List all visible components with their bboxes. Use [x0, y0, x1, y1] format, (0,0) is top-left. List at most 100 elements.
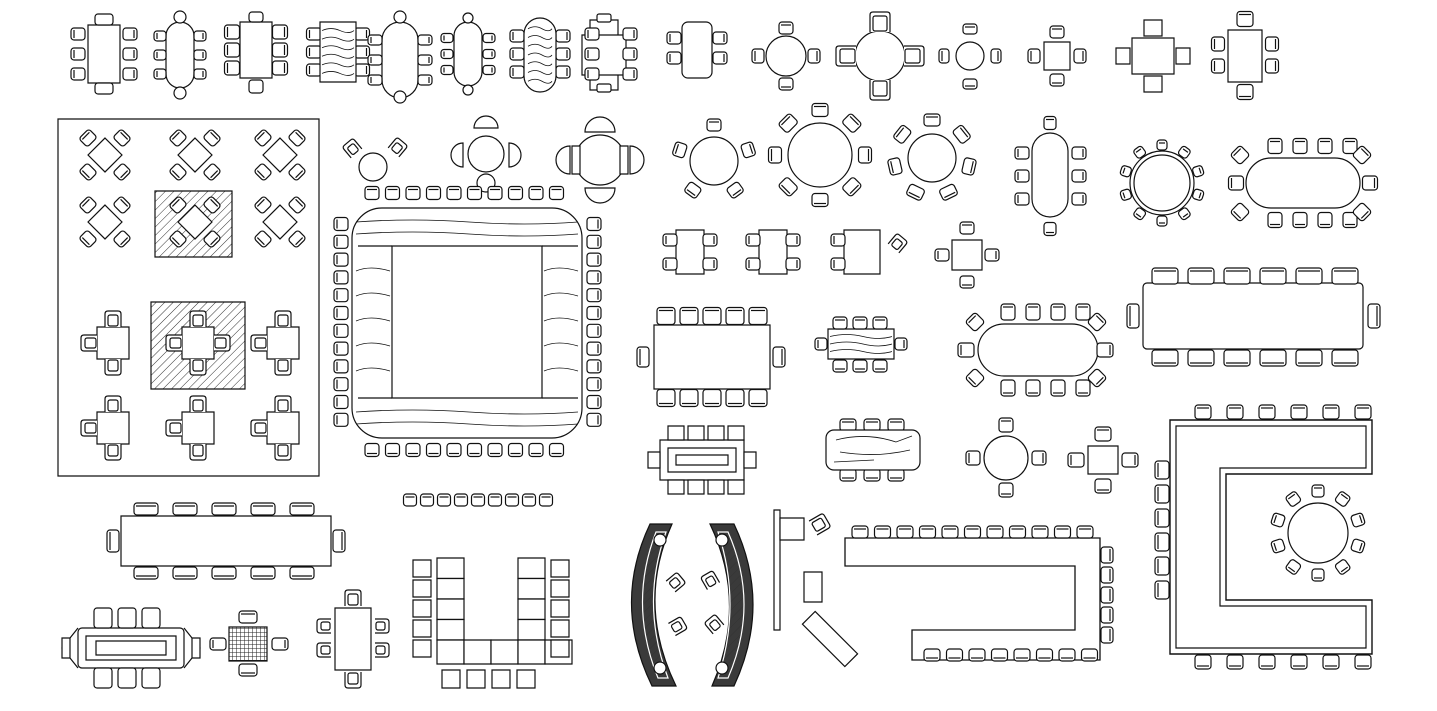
chair [239, 611, 257, 623]
chair [365, 187, 379, 200]
table-4-chairs [746, 230, 800, 274]
chair [113, 230, 131, 248]
chair [1312, 485, 1324, 497]
armchair [700, 570, 719, 589]
chair [1044, 117, 1056, 130]
mesh-table-4-chairs [210, 611, 288, 676]
chair [1352, 202, 1372, 222]
chair [1155, 485, 1169, 503]
round-table-4-armchairs [836, 12, 924, 100]
chair [368, 35, 382, 45]
chair [1266, 37, 1279, 51]
ornate-table-6-chairs [62, 608, 200, 688]
diamond-table-4-chairs [79, 196, 131, 248]
round-table-4-chairs-c [451, 116, 521, 192]
chair [212, 503, 236, 515]
chair [194, 50, 206, 60]
chair [510, 30, 524, 42]
chair [1355, 655, 1371, 669]
chair [441, 34, 453, 43]
round-table-4-chairs-d [966, 418, 1046, 497]
chair [334, 413, 348, 426]
oval-table-10-chairs [1015, 117, 1086, 236]
square-table-4-chairs-c [1212, 12, 1279, 100]
chair [1237, 85, 1253, 100]
chair [556, 30, 570, 42]
curved-reception-desks [631, 524, 753, 686]
chair [1032, 451, 1046, 465]
chair [749, 308, 767, 325]
chair [529, 187, 543, 200]
chair [254, 163, 272, 181]
rect-conference-table-12 [1127, 268, 1380, 366]
chair [1059, 649, 1075, 661]
chair [680, 390, 698, 407]
chair [71, 28, 85, 40]
chair [875, 526, 891, 538]
armchair [81, 335, 97, 351]
chair [550, 444, 564, 457]
chair [334, 342, 348, 355]
armchair [105, 359, 121, 375]
armchair [166, 420, 182, 436]
chair [254, 129, 272, 147]
chair [1001, 304, 1015, 320]
chair [254, 196, 272, 214]
chair [418, 55, 432, 65]
chair [506, 494, 519, 506]
chair [778, 113, 799, 134]
armchair [870, 12, 890, 32]
chair [154, 50, 166, 60]
chair [488, 444, 502, 457]
chair [173, 503, 197, 515]
chair [288, 230, 306, 248]
chair [958, 343, 974, 357]
chair [307, 46, 322, 58]
rect-table-6-armchairs [317, 590, 389, 688]
chair [873, 317, 887, 329]
chair [418, 35, 432, 45]
chair [1087, 368, 1107, 388]
chair [406, 187, 420, 200]
chair [924, 649, 940, 661]
chair [786, 234, 800, 246]
chair [713, 32, 727, 44]
chair [290, 567, 314, 579]
chair [726, 308, 744, 325]
chair [334, 271, 348, 284]
chair [1152, 350, 1178, 366]
chair [210, 638, 226, 650]
chair [864, 419, 880, 431]
chair [1334, 559, 1351, 576]
chair [71, 48, 85, 60]
chair [965, 526, 981, 538]
chair [1285, 491, 1302, 508]
chair [1192, 188, 1205, 201]
chair [1095, 479, 1111, 493]
chair [1015, 147, 1029, 159]
chair [421, 494, 434, 506]
chair [1120, 188, 1133, 201]
chair [225, 43, 240, 57]
square-table-chairs [81, 396, 129, 460]
armchair [251, 420, 267, 436]
chair [1296, 350, 1322, 366]
oval-table-14-chairs [958, 304, 1113, 396]
armchair [904, 46, 924, 66]
armchair [190, 396, 206, 412]
chair [1224, 350, 1250, 366]
chair [334, 289, 348, 302]
round-table-4-armchairs-b [556, 117, 644, 203]
chair [726, 181, 744, 199]
chair [1291, 655, 1307, 669]
chair [1050, 74, 1064, 86]
square-table-4-chairs-d [935, 222, 999, 288]
u-shape-conference-table [1155, 405, 1372, 669]
chair [123, 68, 137, 80]
chair [1291, 405, 1307, 419]
armchair [275, 311, 291, 327]
chair [1260, 268, 1286, 284]
ornate-table-8-chairs [648, 426, 756, 494]
chair [853, 317, 867, 329]
chair [1350, 512, 1365, 527]
